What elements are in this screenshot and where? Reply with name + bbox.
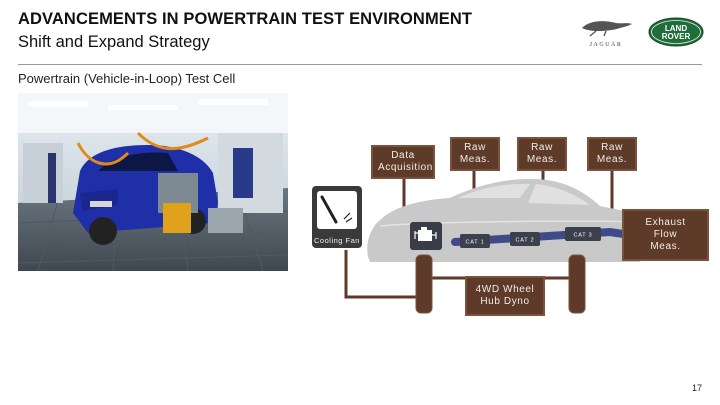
data-acquisition-label: Data Acquisition <box>378 150 433 173</box>
land-rover-line2: ROVER <box>662 32 691 41</box>
cat-1-block <box>460 234 490 248</box>
raw-meas-box-3: Raw Meas. <box>587 137 637 171</box>
jaguar-wordmark: JAGUAR <box>590 42 623 48</box>
land-rover-line1: LAND <box>665 24 687 33</box>
cat-2-label: CAT 2 <box>515 238 534 244</box>
slide-subtitle: Shift and Expand Strategy <box>18 33 210 51</box>
front-wheel-dyno <box>415 254 433 314</box>
exhaust-flow-box-shape <box>622 209 709 261</box>
cat-1-label: CAT 1 <box>465 240 484 246</box>
engine-icon <box>414 227 437 241</box>
raw-meas-label-3: Raw Meas. <box>596 142 628 165</box>
cat-3-block <box>565 227 601 241</box>
vehicle-outline <box>367 178 653 262</box>
hub-dyno-box: 4WD Wheel Hub Dyno <box>465 276 545 316</box>
raw-meas-label-1: Raw Meas. <box>459 142 491 165</box>
gauge-icon <box>317 191 357 229</box>
cooling-fan-label: Cooling Fan <box>314 236 360 245</box>
raw-meas-box-2: Raw Meas. <box>517 137 567 171</box>
cat-3-label: CAT 3 <box>573 233 592 239</box>
cat-2-block <box>510 232 540 246</box>
rear-wheel-dyno <box>568 254 586 314</box>
land-rover-logo: LAND ROVER <box>648 17 704 47</box>
test-cell-photo <box>18 93 288 271</box>
jaguar-logo: JAGUAR <box>582 21 632 48</box>
exhaust-flow-label: Exhaust Flow Meas. <box>645 217 686 252</box>
raw-meas-box-1: Raw Meas. <box>450 137 500 171</box>
page-number: 17 <box>691 383 702 393</box>
hub-dyno-label: 4WD Wheel Hub Dyno <box>475 284 535 307</box>
data-acquisition-box: Data Acquisition <box>371 145 435 179</box>
header-divider <box>18 64 702 65</box>
exhaust-flow-box: Exhaust Flow Meas. <box>623 210 708 260</box>
slide-title: ADVANCEMENTS IN POWERTRAIN TEST ENVIRONM… <box>18 10 473 28</box>
raw-meas-label-2: Raw Meas. <box>526 142 558 165</box>
section-title: Powertrain (Vehicle-in-Loop) Test Cell <box>18 71 236 86</box>
